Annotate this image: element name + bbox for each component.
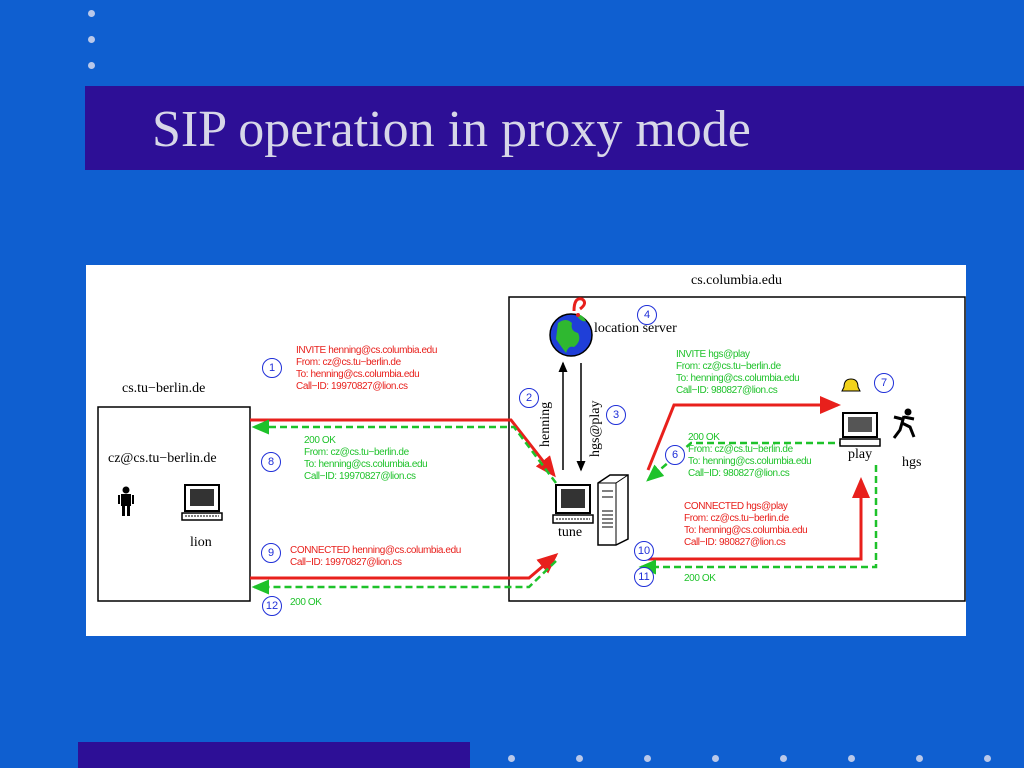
step-4: 4 xyxy=(637,305,657,325)
arrow-ok-8 xyxy=(251,419,557,484)
step-8: 8 xyxy=(261,452,281,472)
arrow-connected-1 xyxy=(646,477,870,561)
arrow-ok-1 xyxy=(646,441,846,482)
decorative-dots-horizontal xyxy=(500,752,1020,766)
step-10: 10 xyxy=(634,541,654,561)
computer-icon-play xyxy=(839,412,881,447)
bottom-bar xyxy=(78,742,470,768)
play-label: play xyxy=(848,447,873,462)
step-6: 6 xyxy=(665,445,685,465)
query-label: henning xyxy=(538,401,553,447)
arrow-ok-12 xyxy=(251,560,557,595)
diagram-graphics xyxy=(97,296,966,602)
lion-label: lion xyxy=(190,535,212,550)
globe-icon xyxy=(549,297,593,357)
msg-ok-11: 200 OK xyxy=(684,573,716,584)
sip-proxy-diagram: cs.tu−berlin.de cz@cs.tu−berlin.de lion … xyxy=(86,265,966,636)
msg-ok-12: 200 OK xyxy=(290,597,322,608)
step-2: 2 xyxy=(519,388,539,408)
step-9: 9 xyxy=(261,543,281,563)
decorative-dots-vertical xyxy=(88,10,102,80)
title-bar xyxy=(85,86,1024,170)
right-domain-label: cs.columbia.edu xyxy=(691,273,782,288)
arrow-ok-11 xyxy=(638,465,878,575)
computer-icon-tune xyxy=(552,484,594,524)
server-tower-icon xyxy=(597,474,629,546)
arrow-invite-2 xyxy=(646,396,841,471)
computer-icon-lion xyxy=(181,484,223,521)
bell-icon xyxy=(841,378,861,392)
step-11: 11 xyxy=(634,567,654,587)
slide-title: SIP operation in proxy mode xyxy=(152,101,751,158)
location-server-label: location server xyxy=(594,321,677,336)
right-domain-box xyxy=(508,296,966,602)
step-3: 3 xyxy=(606,405,626,425)
left-domain-label: cs.tu−berlin.de xyxy=(122,381,206,396)
arrow-connected-2 xyxy=(250,553,559,580)
reply-label: hgs@play xyxy=(588,400,603,457)
arrow-invite-1 xyxy=(250,418,556,478)
running-person-icon xyxy=(892,408,916,439)
step-7: 7 xyxy=(874,373,894,393)
hgs-label: hgs xyxy=(902,455,922,470)
left-domain-box xyxy=(97,406,251,602)
step-12: 12 xyxy=(262,596,282,616)
step-1: 1 xyxy=(262,358,282,378)
person-icon xyxy=(118,486,134,516)
tune-label: tune xyxy=(558,525,583,540)
left-user-label: cz@cs.tu−berlin.de xyxy=(108,451,217,466)
